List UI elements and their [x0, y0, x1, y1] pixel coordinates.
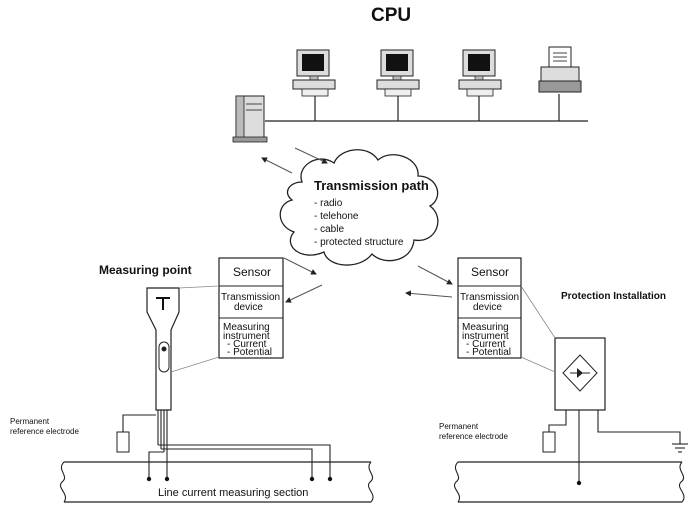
rectifier-icon [554, 337, 606, 411]
measuring-instrument-item: - Potential [227, 347, 273, 358]
electrode-label: reference electrode [439, 432, 508, 441]
computer-icon [376, 49, 420, 97]
printer-icon [538, 46, 582, 93]
right-device-stack [457, 257, 522, 359]
sensor-label: Sensor [471, 265, 510, 279]
measuring-instrument-label: Measuring [223, 322, 270, 333]
measuring-instrument-label: instrument [462, 331, 509, 342]
pipe-icon [60, 461, 374, 503]
pipe-icon [454, 461, 685, 503]
measuring-point-title: Measuring point [99, 263, 192, 277]
transmission-item: - telehone [314, 211, 359, 222]
measuring-instrument-item: - Current [227, 339, 267, 350]
electrode-icon [542, 431, 556, 453]
sensor-label: Sensor [233, 265, 272, 279]
transmission-device-label: Transmission [221, 292, 281, 303]
transmission-device-label: device [473, 302, 502, 313]
electrode-label: reference electrode [10, 427, 79, 436]
probe-icon [146, 287, 180, 411]
ground-icon [672, 443, 688, 453]
computer-icon [458, 49, 502, 97]
protection-installation-title: Protection Installation [561, 291, 667, 302]
transmission-item: - radio [314, 198, 343, 209]
measuring-instrument-item: - Current [466, 339, 506, 350]
transmission-path-title: Transmission path [314, 178, 429, 193]
transmission-device-label: device [234, 302, 263, 313]
cloud-icon [279, 149, 439, 266]
electrode-label: Permanent [439, 422, 479, 431]
left-device-stack [218, 257, 284, 359]
measuring-instrument-label: Measuring [462, 322, 509, 333]
probe-cable [122, 410, 331, 479]
line-section-label: Line current measuring section [158, 487, 309, 499]
server-icon [232, 95, 268, 143]
transmission-item: - cable [314, 224, 345, 235]
measuring-instrument-label: instrument [223, 331, 270, 342]
cpu-title: CPU [371, 5, 412, 26]
computer-icon [292, 49, 336, 97]
electrode-label: Permanent [10, 417, 50, 426]
electrode-icon [116, 431, 130, 453]
transmission-device-label: Transmission [460, 292, 520, 303]
transmission-item: - protected structure [314, 237, 404, 248]
measuring-instrument-item: - Potential [466, 347, 512, 358]
